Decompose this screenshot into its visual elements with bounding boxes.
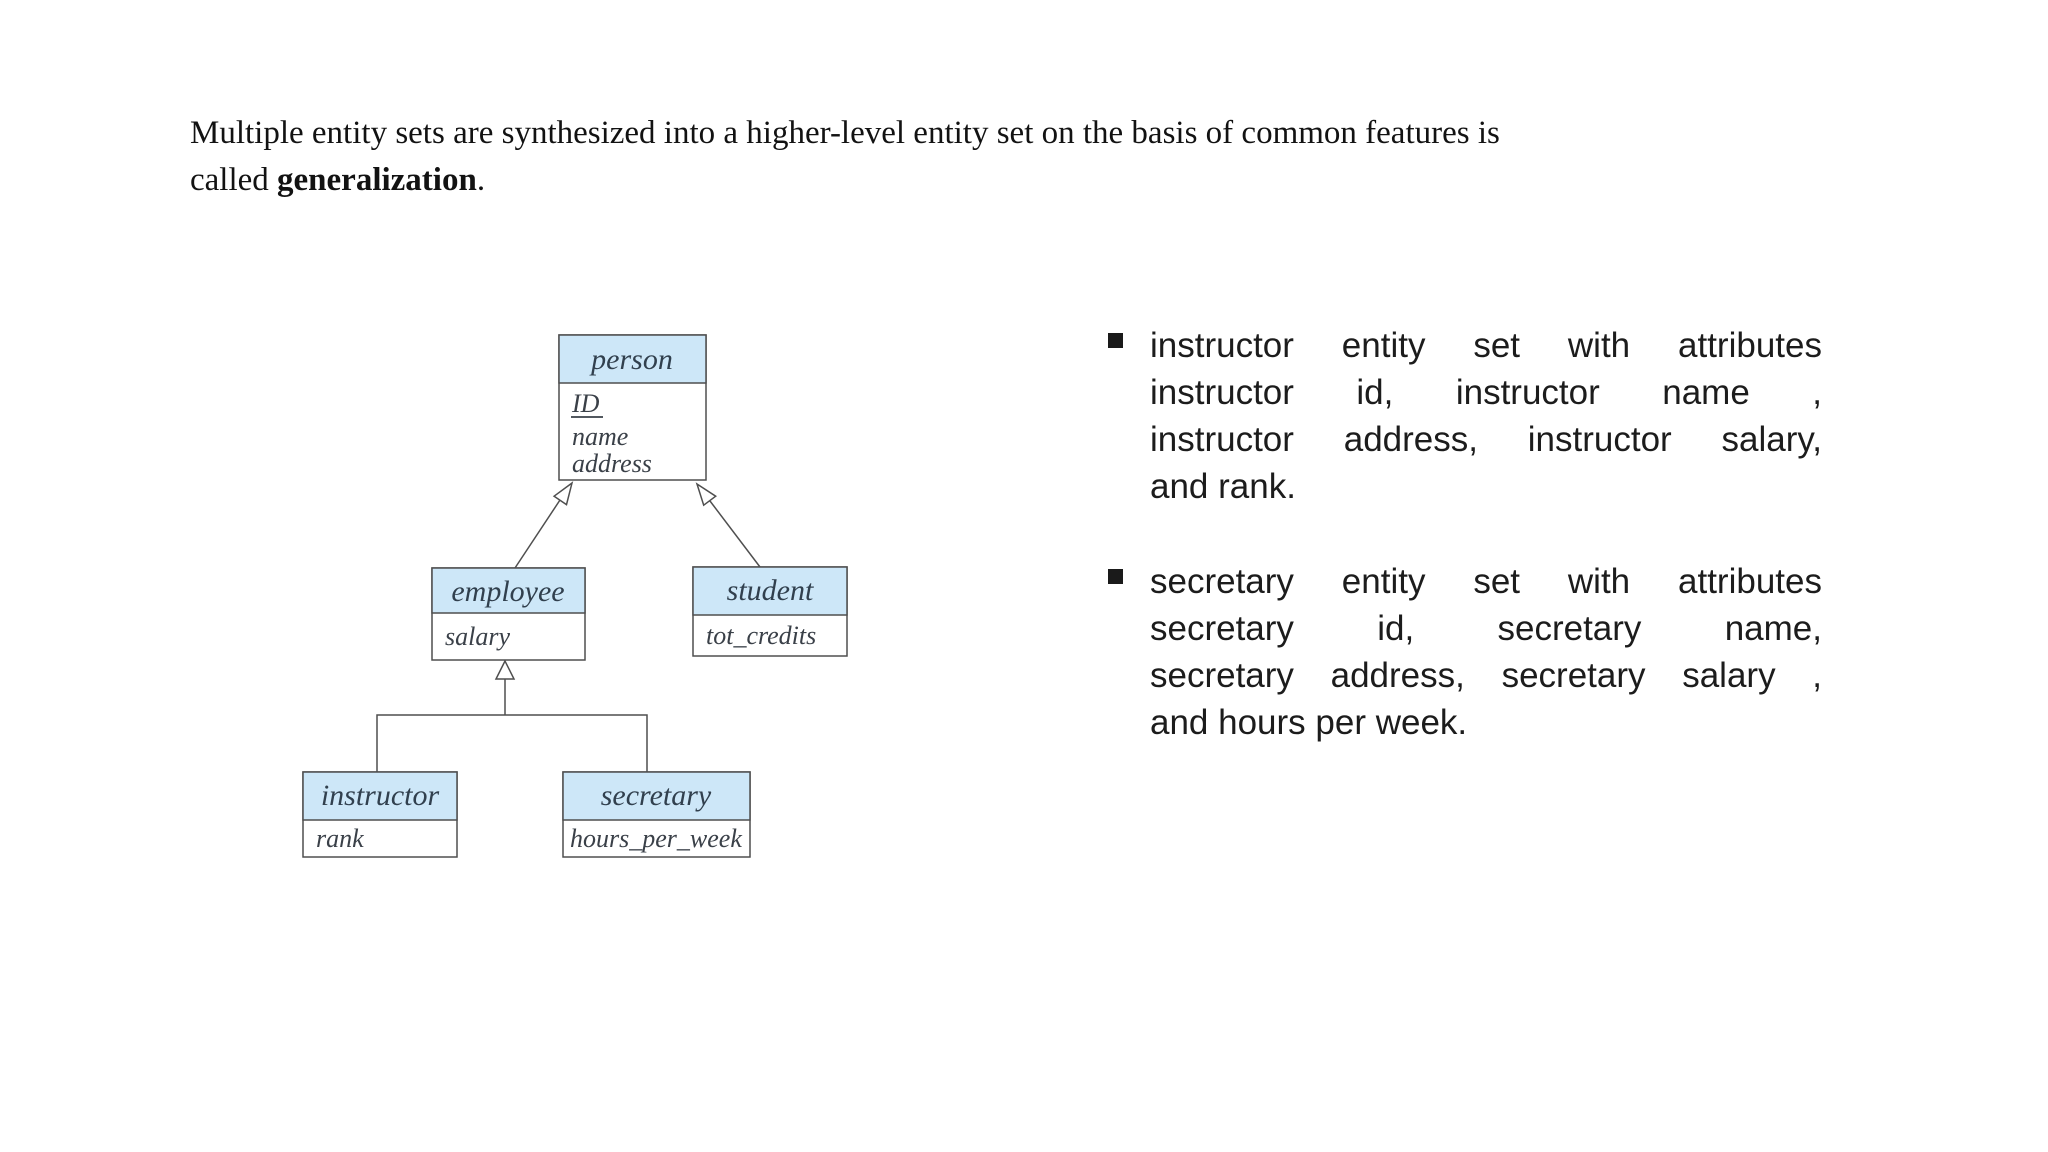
student-header xyxy=(692,566,848,616)
square-bullet-icon xyxy=(1108,569,1123,584)
instructor-header xyxy=(302,771,458,821)
instructor-label: instructor xyxy=(321,779,440,812)
secretary-attr-hours-per-week: hours_per_week xyxy=(570,824,742,853)
isa-arrowhead-employee-person xyxy=(552,481,574,506)
instructor-attr-rank: rank xyxy=(316,824,364,853)
instructor-entity: instructor rank xyxy=(302,771,458,858)
bullet-instructor-line-3: instructor address, instructor salary, xyxy=(1150,420,1822,459)
er-diagram: person ID name address employee salary s… xyxy=(302,334,848,858)
secretary-label: secretary xyxy=(601,779,712,812)
title-line-1: Multiple entity sets are synthesized int… xyxy=(190,110,1790,157)
bullet-instructor-line-2: instructor id, instructor name , xyxy=(1150,373,1822,412)
person-label: person xyxy=(589,343,673,376)
person-entity: person ID name address xyxy=(558,334,707,481)
person-attr-address: address xyxy=(572,449,652,478)
student-entity: student tot_credits xyxy=(692,566,848,657)
isa-arrowhead-subtree-employee xyxy=(494,659,516,680)
bullet-secretary-line-4: and hours per week. xyxy=(1150,703,1468,742)
person-attr-name: name xyxy=(572,422,628,451)
secretary-entity: secretary hours_per_week xyxy=(562,771,751,858)
bullet-instructor-text: instructor entity set with attributes in… xyxy=(1150,322,1822,510)
title-keyword-generalization: generalization xyxy=(277,162,477,198)
bullet-item-instructor: instructor entity set with attributes in… xyxy=(1108,322,1834,510)
title-line-1-text: Multiple entity sets are synthesized int… xyxy=(190,115,1500,151)
bullet-list: instructor entity set with attributes in… xyxy=(1108,322,1834,794)
student-label: student xyxy=(727,574,814,607)
employee-header xyxy=(431,567,586,614)
bullet-secretary-line-3: secretary address, secretary salary , xyxy=(1150,656,1822,695)
employee-label: employee xyxy=(451,575,564,608)
bullet-secretary-text: secretary entity set with attributes sec… xyxy=(1150,558,1822,746)
bullet-item-secretary: secretary entity set with attributes sec… xyxy=(1108,558,1834,746)
square-bullet-icon xyxy=(1108,333,1123,348)
employee-entity: employee salary xyxy=(431,567,586,661)
bullet-instructor-line-1: instructor entity set with attributes xyxy=(1150,326,1822,365)
diagram-connectors xyxy=(376,481,761,772)
subtree-branch-lines xyxy=(376,714,648,772)
title-line-2-period: . xyxy=(476,162,486,198)
employee-attr-salary: salary xyxy=(445,622,510,651)
bullet-secretary-line-2: secretary id, secretary name, xyxy=(1150,609,1822,648)
title-line-2: called generalization. xyxy=(190,157,1790,204)
employee-person-line xyxy=(514,499,561,569)
person-header xyxy=(558,334,707,384)
person-attr-id: ID xyxy=(571,389,600,418)
student-person-line xyxy=(709,500,761,568)
title-paragraph: Multiple entity sets are synthesized int… xyxy=(190,110,1790,204)
bullet-instructor-line-4: and rank. xyxy=(1150,467,1296,506)
isa-arrowhead-student-person xyxy=(695,482,718,507)
bullet-secretary-line-1: secretary entity set with attributes xyxy=(1150,562,1822,601)
title-line-2-pre: called xyxy=(190,162,278,198)
secretary-header xyxy=(562,771,751,821)
student-attr-tot-credits: tot_credits xyxy=(706,621,816,650)
